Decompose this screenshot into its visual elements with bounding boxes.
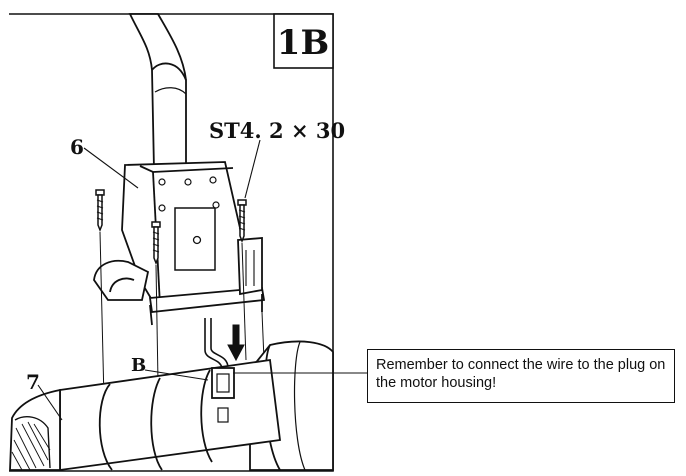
screw-spec-label: ST4. 2 × 30 [209,118,345,143]
part-7-label: 7 [26,370,40,394]
screw-center [151,221,161,266]
down-arrow-icon [227,324,245,362]
wire-connection-note: Remember to connect the wire to the plug… [367,349,675,403]
note-text: Remember to connect the wire to the plug… [376,357,666,391]
motor-housing-part-7 [9,340,334,472]
upright-tube [128,13,187,171]
part-6-label: 6 [70,135,84,159]
step-label: 1B [277,23,329,63]
leader-lines [37,139,367,421]
screw-left [95,189,105,233]
screw-right [237,199,247,244]
bracket-part-6 [93,161,266,326]
point-b-label: B [131,355,146,376]
fan-grill [11,421,51,471]
step-box: 1B [273,13,334,69]
diagram-frame [9,13,334,472]
